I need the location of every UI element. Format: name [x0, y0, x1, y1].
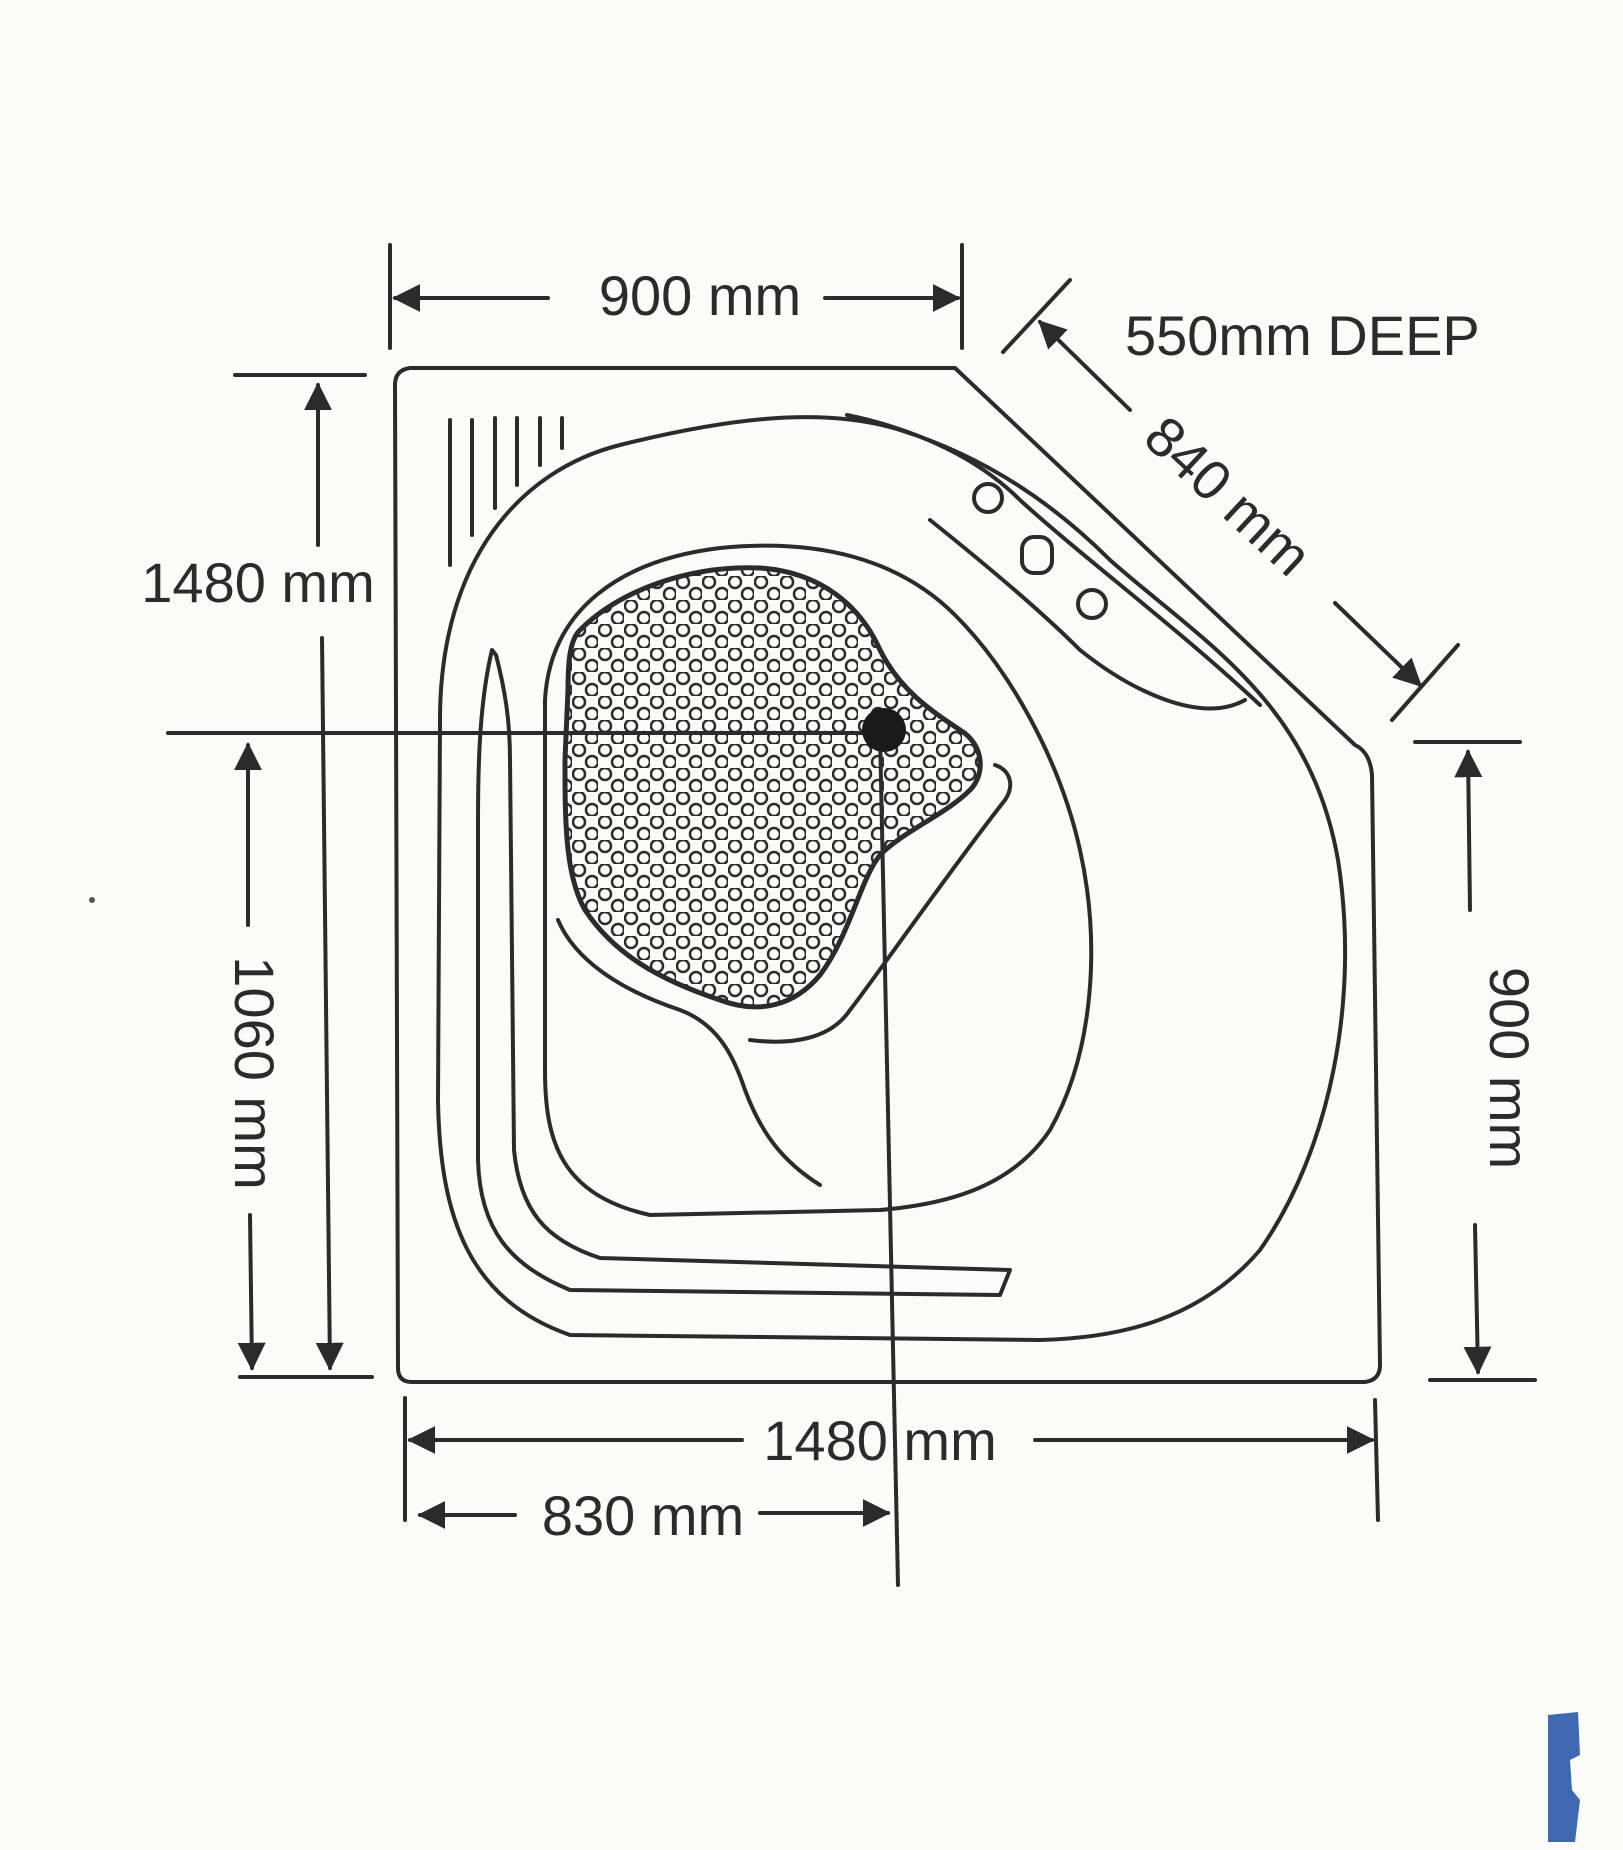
control-panel-shelf-lower [928, 518, 1247, 711]
non-slip-mat [562, 565, 983, 1010]
dim-drain-offset-label: 830 mm [542, 1484, 744, 1547]
corner-mark-icon [1548, 1712, 1580, 1842]
lumbar-contour [556, 918, 822, 1187]
bath-outline [393, 366, 1382, 1384]
dim-top-width: 900 mm [388, 243, 964, 350]
drain-vertical-guide [878, 731, 900, 1587]
control-panel-shelf [845, 413, 1262, 707]
dim-drain-offset: 830 mm [417, 1484, 891, 1547]
dim-depth-label: 550mm DEEP [1125, 304, 1480, 367]
dim-bottom-width-label: 1480 mm [763, 1409, 996, 1472]
overflow-grille [448, 416, 564, 567]
basin-outer-edge [436, 415, 1348, 1342]
dim-left-height-label: 1480 mm [141, 551, 374, 614]
dim-bottom-width: 1480 mm [403, 1396, 1380, 1522]
dim-top-width-label: 900 mm [599, 264, 801, 327]
jet-button-left-icon [972, 482, 1004, 514]
seat-ledge [476, 648, 1012, 1297]
jet-button-right-icon [1076, 588, 1108, 620]
dim-drain-height-label: 1060 mm [223, 956, 286, 1189]
dim-drain-height: 1060 mm [223, 742, 286, 1371]
speck [89, 897, 95, 903]
dim-right-height-label: 900 mm [1478, 967, 1541, 1169]
dim-right-height: 900 mm [1413, 740, 1541, 1382]
drain-point-icon [862, 708, 906, 752]
basin-inner-edge [543, 543, 1094, 1217]
dim-left-height: 1480 mm [141, 373, 375, 1379]
jet-switch-icon [1020, 535, 1054, 575]
lumbar-contour-2 [748, 763, 1013, 1044]
